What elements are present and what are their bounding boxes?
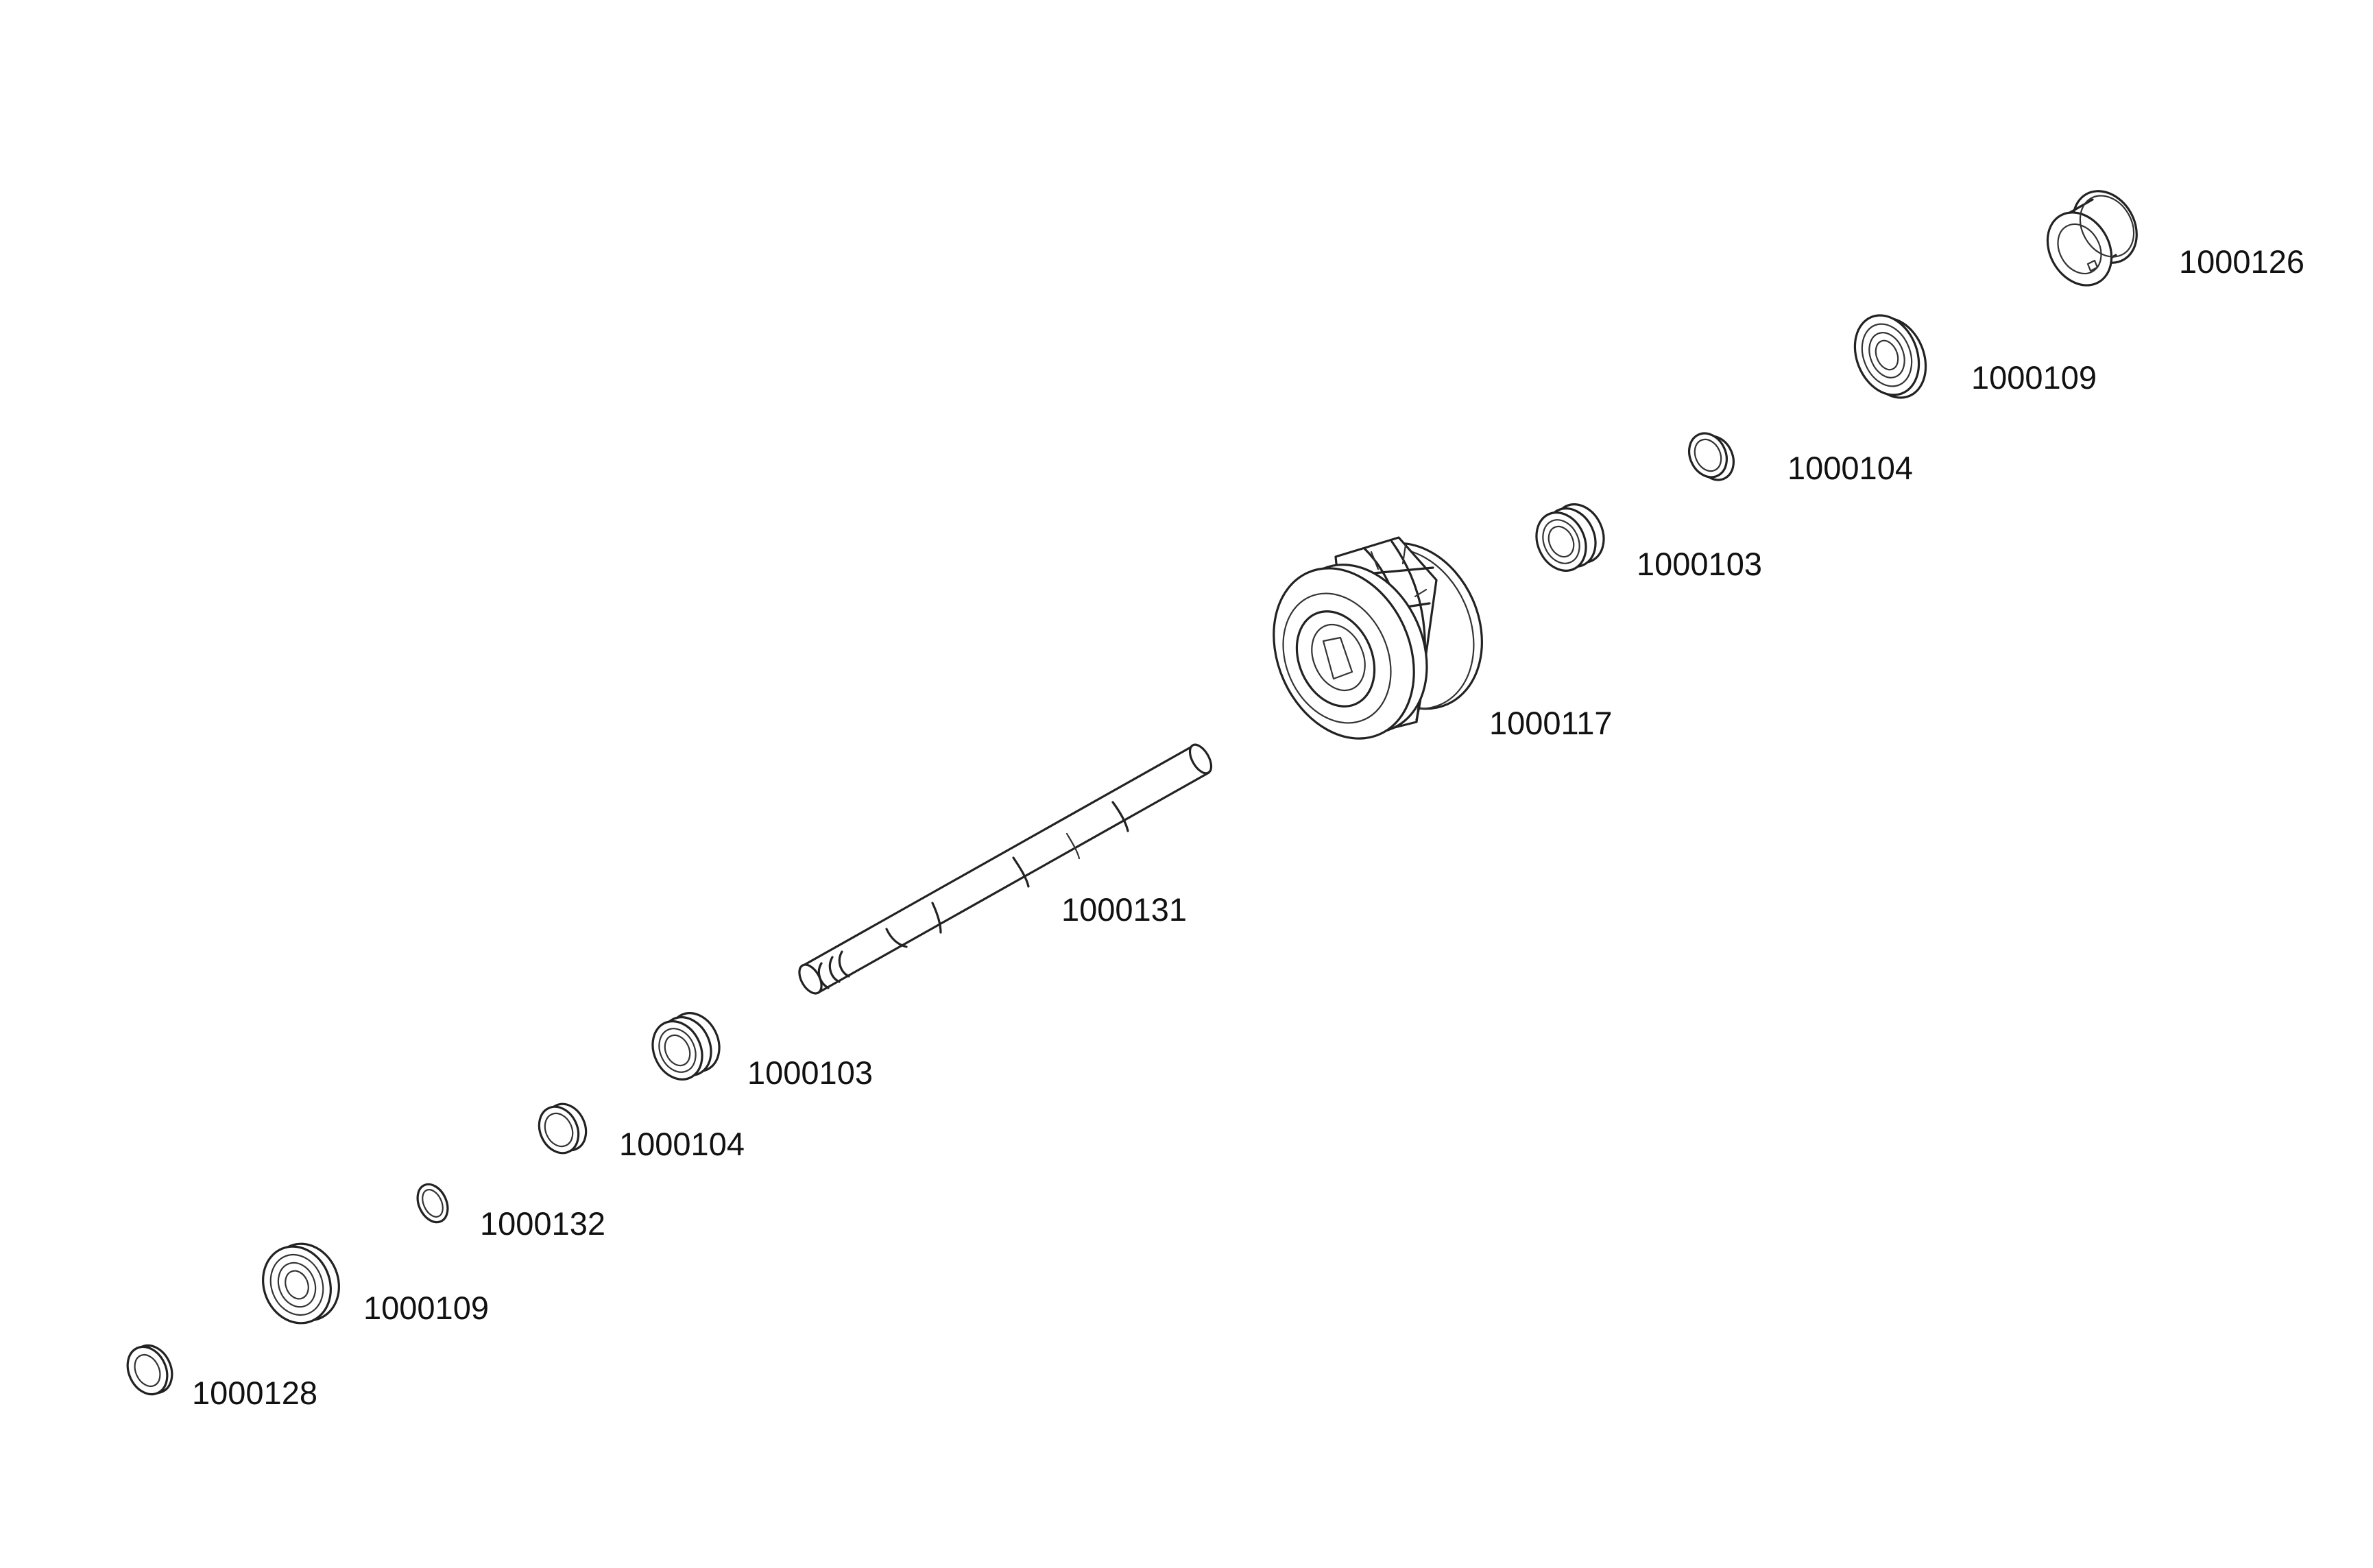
part-label: 1000132 xyxy=(480,1205,605,1242)
retaining-ring-icon xyxy=(416,1183,449,1224)
part-label: 1000103 xyxy=(747,1054,873,1091)
part-label: 1000109 xyxy=(1971,359,2097,396)
part-label: 1000126 xyxy=(2179,243,2304,280)
impeller-icon xyxy=(1273,536,1483,740)
part-label: 1000131 xyxy=(1061,891,1187,928)
part-label: 1000104 xyxy=(619,1126,745,1162)
ball-bearing-icon xyxy=(262,1242,340,1325)
part-label: 1000104 xyxy=(1787,450,1913,486)
shaft-seal-icon xyxy=(1535,503,1605,572)
shaft-icon xyxy=(798,743,1213,995)
part-label: 1000103 xyxy=(1637,546,1762,582)
washer-icon xyxy=(126,1344,173,1396)
spacer-ring-icon xyxy=(1688,432,1735,481)
shaft-seal-icon xyxy=(651,1012,721,1081)
bushing-icon xyxy=(2046,190,2138,287)
ball-bearing-icon xyxy=(1853,314,1927,399)
spacer-ring-icon xyxy=(538,1102,588,1155)
part-label: 1000109 xyxy=(363,1290,489,1326)
part-label: 1000128 xyxy=(192,1375,317,1411)
part-label: 1000117 xyxy=(1489,705,1613,741)
